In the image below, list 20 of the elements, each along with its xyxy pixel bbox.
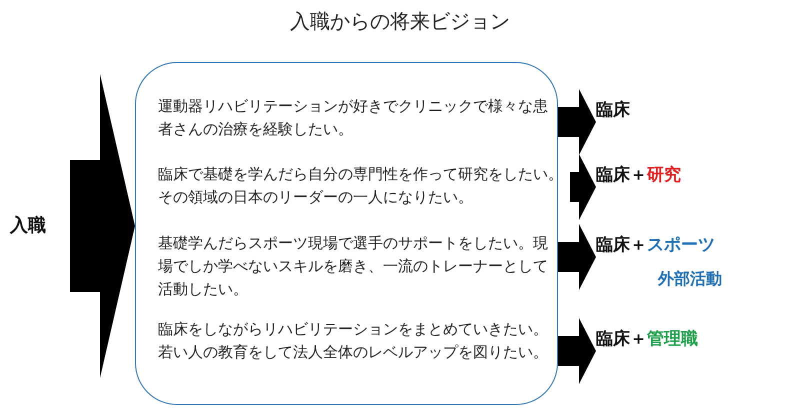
arrow bbox=[570, 154, 596, 220]
arrow bbox=[558, 318, 596, 384]
outcome-note: 外部活動 bbox=[658, 269, 722, 290]
paragraph-text: 臨床で基礎を学んだら自分の専門性を作って研究をしたい。その領域の日本のリーダーの一人になりたい。 bbox=[158, 163, 570, 209]
accent-label: 管理職 bbox=[647, 329, 698, 349]
entry-label: 入職 bbox=[10, 212, 70, 240]
paragraph-text: 運動器リハビリテーションが好きでクリニックで様々な患者さんの治療を経験したい。 bbox=[158, 95, 558, 141]
paragraph-text: 基礎学んだらスポーツ現場で選手のサポートをしたい。現場でしか学べないスキルを磨き、一流のトレーナーとして活動したい。 bbox=[158, 232, 558, 301]
title: 入職からの将来ビジョン bbox=[289, 8, 511, 35]
accent-label: スポーツ bbox=[647, 235, 715, 255]
outcome-label: 臨床＋ bbox=[596, 329, 647, 349]
block-arrow bbox=[70, 74, 135, 378]
accent-label: 研究 bbox=[647, 165, 681, 185]
arrow bbox=[558, 224, 596, 290]
paragraph-text: 臨床をしながらリハビリテーションをまとめていきたい。若い人の教育をして法人全体のレベルアップを図りたい。 bbox=[158, 318, 558, 364]
outcome-label: 臨床＋ bbox=[596, 165, 647, 185]
arrow bbox=[558, 89, 596, 155]
rounded-box bbox=[135, 62, 558, 405]
outcome-label: 臨床 bbox=[596, 100, 630, 120]
outcome-label: 臨床＋ bbox=[596, 235, 647, 255]
